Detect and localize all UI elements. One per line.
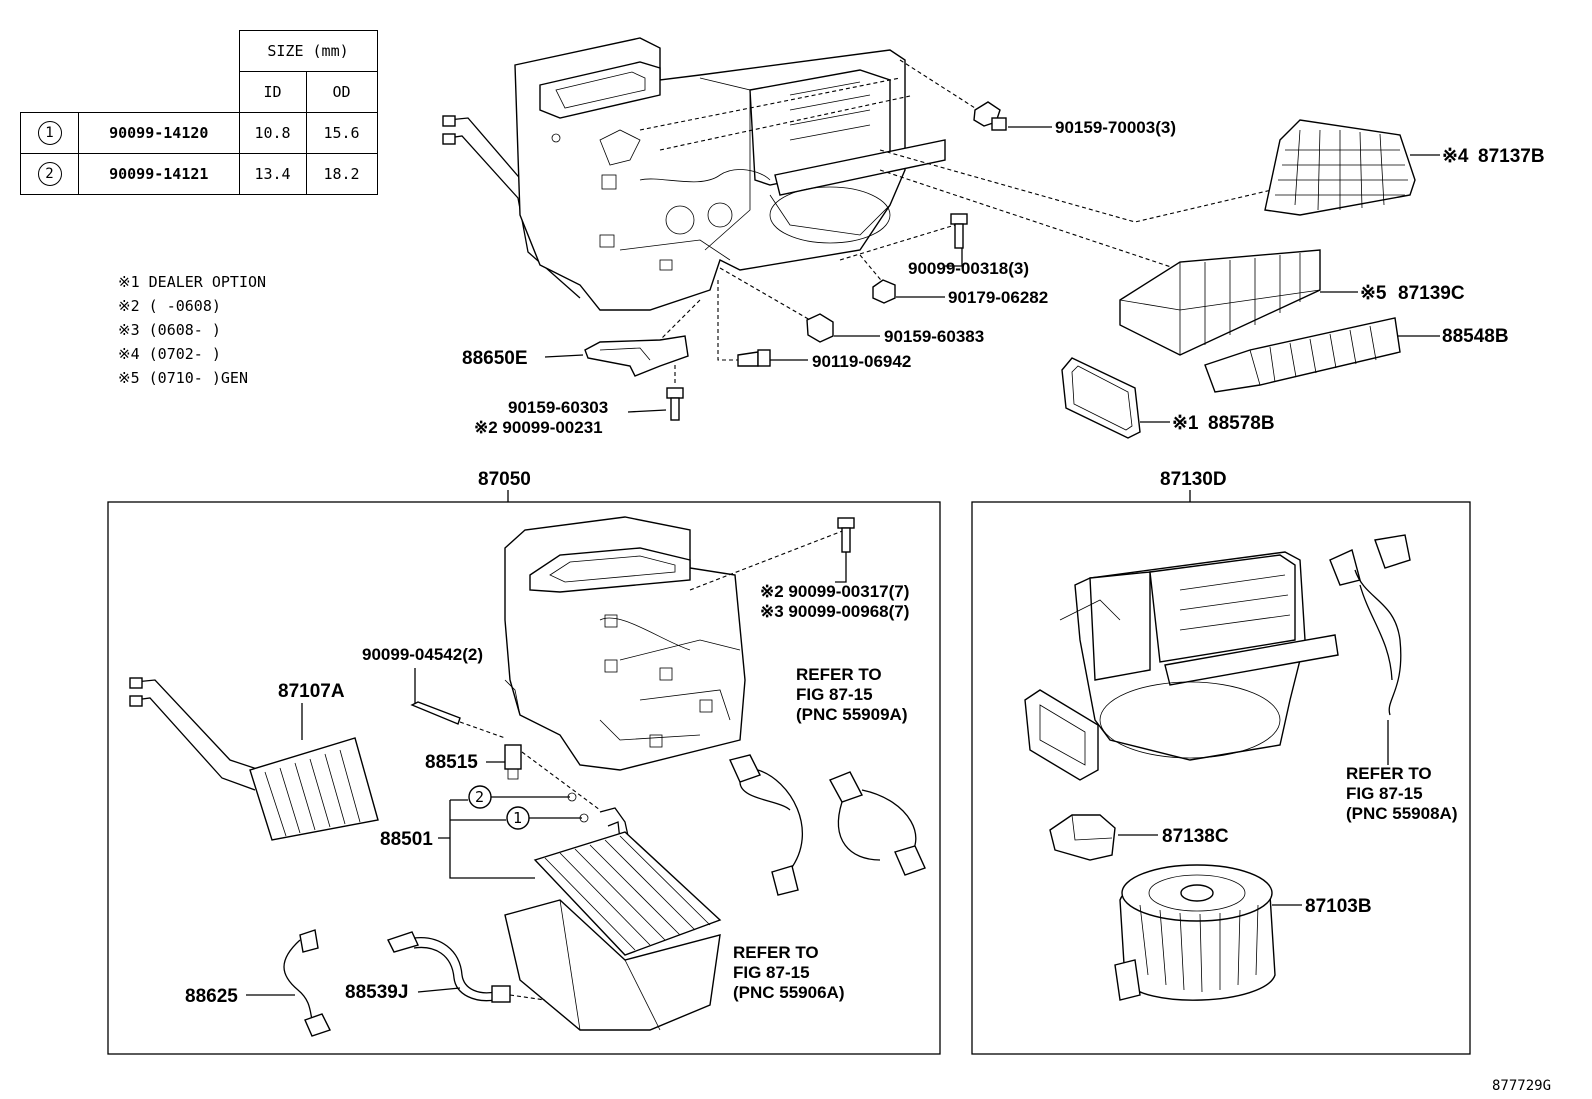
refer-c-line1: REFER TO: [1346, 764, 1432, 783]
part-label-87139c: 87139C: [1398, 283, 1465, 304]
bolt-icon: [973, 101, 1007, 131]
wire-harness-55909a: REFER TO FIG 87-15 (PNC 55909A): [729, 665, 908, 896]
part-label-90099-00231: ※2 90099-00231: [474, 418, 603, 437]
temperature-sensor-88539j: 88539J: [345, 931, 511, 1003]
blower-motor: 87103B: [1114, 864, 1372, 1001]
heater-case: [504, 516, 746, 771]
screw-icon: [410, 701, 461, 725]
wire-harness-55906a: REFER TO FIG 87-15 (PNC 55906A): [733, 771, 926, 1002]
size-header: SIZE (mm): [238, 30, 378, 72]
refer-c-line3: (PNC 55908A): [1346, 804, 1458, 823]
part-mark-88578b: ※1: [1172, 413, 1199, 434]
seal-gasket: ※1 88578B: [1061, 357, 1275, 439]
screw-icon: [737, 349, 771, 367]
part-label-87103b: 87103B: [1305, 896, 1372, 917]
hvac-unit-assembly: [442, 37, 946, 311]
evaporator: 88501 2 1: [380, 785, 722, 956]
heater-core: 87107A: [129, 677, 379, 841]
nut-icon: [872, 279, 896, 304]
filter-grille: ※4 87137B: [1264, 119, 1545, 216]
cabin-air-filter: ※5 87139C: [1119, 249, 1465, 356]
refer-b-line3: (PNC 55906A): [733, 983, 845, 1002]
hose-size-table: SIZE (mm) ID OD 1 90099-14120 10.8 15.6 …: [20, 30, 378, 195]
part-label-88650e: 88650E: [462, 348, 528, 369]
blower-unit-box: [971, 501, 1471, 1055]
note-5: ※5 (0710- )GEN: [118, 369, 248, 387]
part-label-90159-60383: 90159-60383: [884, 327, 984, 346]
part-label-90159-70003: 90159-70003(3): [1055, 118, 1176, 137]
part-label-90179-06282: 90179-06282: [948, 288, 1048, 307]
bolt-icon: [950, 213, 968, 249]
drain-case-lower: [504, 899, 721, 1031]
callout-2: 2: [475, 788, 484, 806]
part-label-90099-00318: 90099-00318(3): [908, 259, 1029, 278]
table-row: 2 90099-14121 13.4 18.2: [20, 153, 378, 195]
part-label-88548b: 88548B: [1442, 326, 1509, 347]
box-title-87130d: 87130D: [1160, 469, 1227, 490]
screw-icon: [666, 387, 684, 421]
refer-a-line1: REFER TO: [796, 665, 882, 684]
refer-b-line2: FIG 87-15: [733, 963, 810, 982]
thermistor-sensor: 88625: [185, 929, 331, 1037]
expansion-valve: 88515: [425, 744, 601, 811]
top-fasteners: 90159-70003(3) 90099-00318(3) 90179-0628…: [474, 101, 1176, 437]
filter-cover: 88548B: [1204, 317, 1509, 393]
figure-id: 877729G: [1492, 1078, 1551, 1094]
part-label-88539j: 88539J: [345, 982, 408, 1003]
part-label-87137b: 87137B: [1478, 146, 1545, 167]
part-mark-87139c: ※5: [1360, 283, 1387, 304]
note-4: ※4 (0702- ): [118, 345, 221, 363]
refer-c-line2: FIG 87-15: [1346, 784, 1423, 803]
part-label-88515: 88515: [425, 752, 478, 773]
row-part-number: 90099-14121: [78, 153, 240, 195]
part-label-88625: 88625: [185, 986, 238, 1007]
screw-icon: [837, 517, 855, 553]
row-od: 18.2: [305, 153, 378, 195]
row-od: 15.6: [305, 112, 378, 154]
bolt-icon: [806, 313, 834, 343]
row-mark: 1: [37, 121, 62, 145]
amplifier-bracket: 88650E: [462, 335, 689, 377]
note-1: ※1 DEALER OPTION: [118, 273, 266, 291]
table-row: 1 90099-14120 10.8 15.6: [20, 112, 378, 154]
refer-a-line2: FIG 87-15: [796, 685, 873, 704]
part-mark-87137b: ※4: [1442, 146, 1469, 167]
part-label-90099-00968: ※3 90099-00968(7): [760, 602, 909, 621]
heater-unit-box: [107, 501, 941, 1055]
callout-1: 1: [513, 809, 522, 827]
row-mark: 2: [37, 162, 62, 186]
note-3: ※3 (0608- ): [118, 321, 221, 339]
part-label-90099-00317: ※2 90099-00317(7): [760, 582, 909, 601]
part-label-90119-06942: 90119-06942: [812, 352, 911, 371]
refer-b-line1: REFER TO: [733, 943, 819, 962]
id-column-header: ID: [238, 71, 307, 113]
refer-a-line3: (PNC 55909A): [796, 705, 908, 724]
box-title-87050: 87050: [478, 469, 531, 490]
part-label-90159-60303: 90159-60303: [508, 398, 608, 417]
part-label-87107a: 87107A: [278, 681, 345, 702]
row-id: 13.4: [238, 153, 307, 195]
blower-housing: [1024, 551, 1339, 781]
harness-55908a: REFER TO FIG 87-15 (PNC 55908A): [1329, 534, 1458, 823]
legend-notes: ※1 DEALER OPTION ※2 ( -0608) ※3 (0608- )…: [118, 273, 266, 387]
part-label-88501: 88501: [380, 829, 433, 850]
part-label-90099-04542: 90099-04542(2): [362, 645, 483, 664]
blower-resistor: 87138C: [1049, 814, 1229, 861]
part-label-88578b: 88578B: [1208, 413, 1275, 434]
top-leader-lines: [639, 59, 1281, 385]
part-label-87138c: 87138C: [1162, 826, 1229, 847]
note-2: ※2 ( -0608): [118, 297, 221, 315]
